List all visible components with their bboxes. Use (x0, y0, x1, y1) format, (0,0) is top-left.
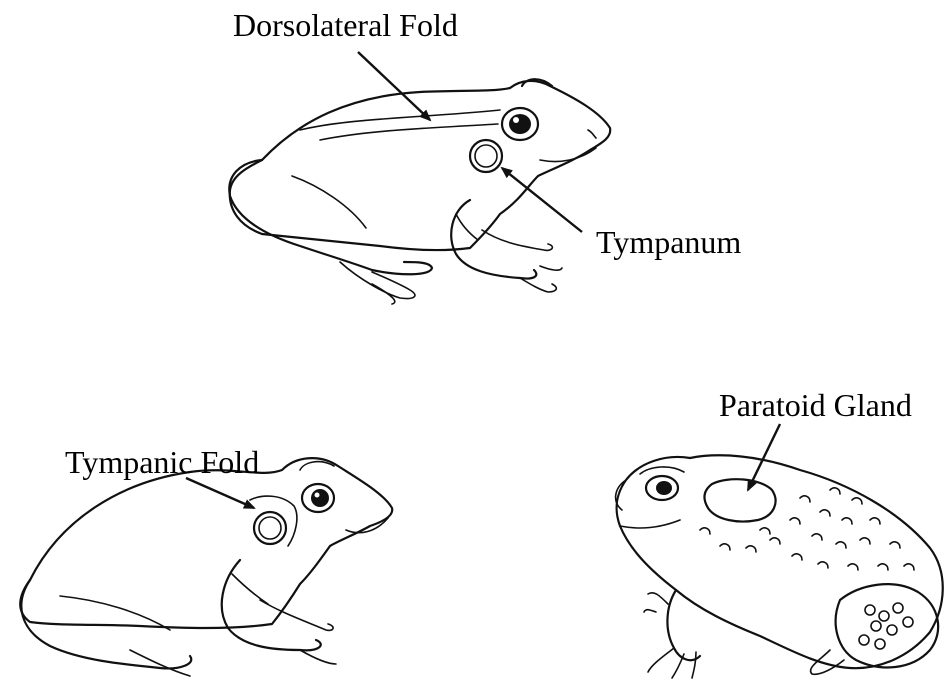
tympanum-arrow (502, 168, 582, 232)
bottom-right-toad-illustration (616, 455, 943, 678)
top-frog-hind-leg (229, 160, 432, 274)
bl-frog-front-leg (222, 560, 321, 650)
label-dorsolateral-fold: Dorsolateral Fold (233, 7, 458, 43)
top-frog-front-leg (451, 200, 536, 279)
label-tympanic-fold: Tympanic Fold (65, 444, 259, 480)
top-frog-illustration (229, 79, 610, 304)
tympanic-fold-arrow (186, 478, 254, 508)
toad-hind-leg (836, 584, 939, 667)
bl-frog-body (20, 458, 392, 628)
toad-paratoid-gland (705, 479, 776, 521)
label-tympanum: Tympanum (596, 224, 741, 260)
label-paratoid-gland: Paratoid Gland (719, 387, 912, 423)
bottom-left-frog-illustration (20, 458, 392, 676)
top-frog-body (230, 81, 610, 250)
dorsolateral-fold-arrow (358, 52, 430, 120)
